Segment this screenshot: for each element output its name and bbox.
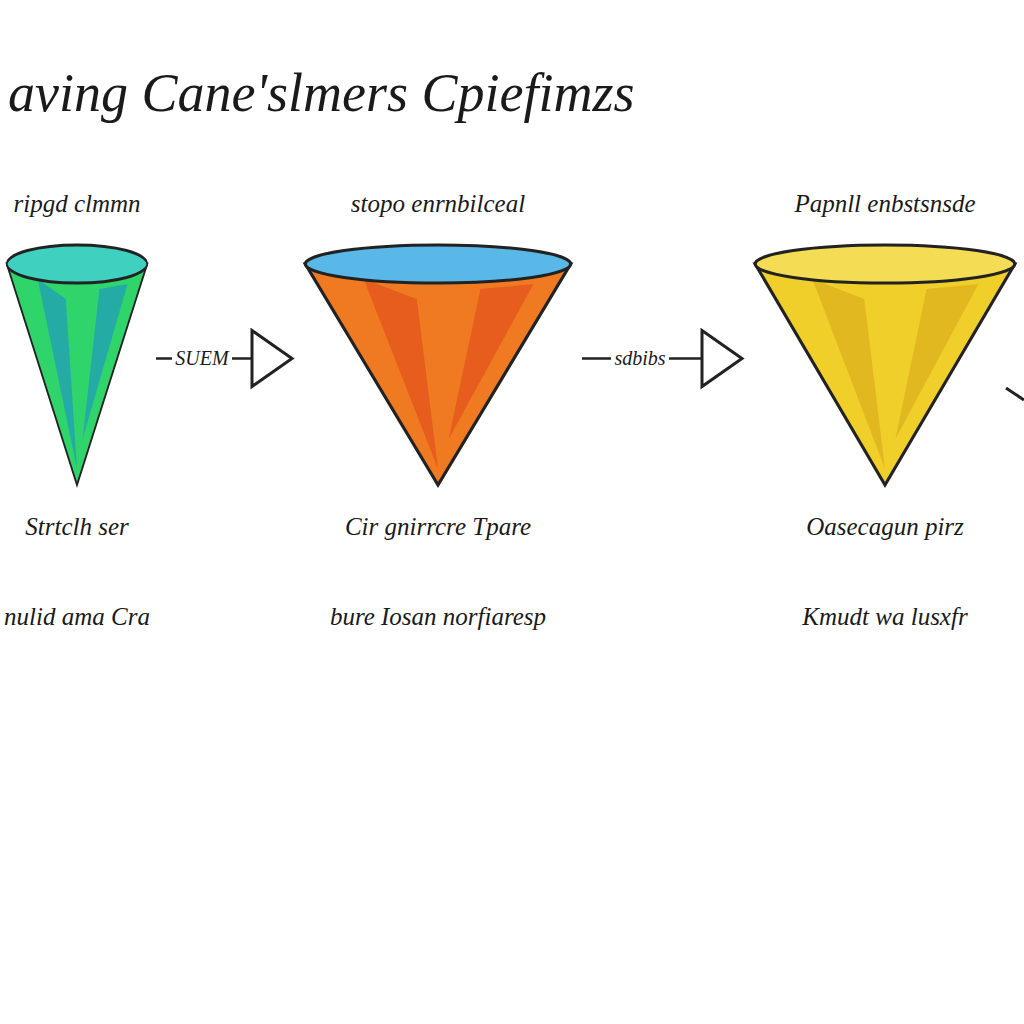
stage-note: Kmudt wa lusxfr <box>750 601 1020 634</box>
stage-note: Cir gnirrcre Tpare <box>300 511 576 544</box>
diagram-title: aving Cane'slmers Cpiefimzs <box>8 62 635 124</box>
stage-heading: ripgd clmmn <box>4 188 150 221</box>
stage-note: bure Iosan norfiaresp <box>300 601 576 634</box>
stage-heading: stopo enrnbilceal <box>300 188 576 221</box>
funnel-shape <box>750 239 1020 489</box>
funnel-shape <box>300 239 576 489</box>
funnel-shape <box>4 239 150 489</box>
funnel-stage: stopo enrnbilcealCir gnirrcre Tpare bure … <box>300 188 576 634</box>
stage-heading: Papnll enbstsnsde <box>750 188 1020 221</box>
arrow-label: sdbibs <box>611 347 668 370</box>
arrow-label: SUEM <box>172 347 231 370</box>
stage-note: nulid ama Cra <box>4 601 150 634</box>
stage-note: Strtclh ser <box>4 511 150 544</box>
stage-note: Oasecagun pirz <box>750 511 1020 544</box>
funnel-stage: ripgd clmmnStrtclh ser nulid ama Cra <box>4 188 150 634</box>
funnel-stage: Papnll enbstsnsdeOasecagun pirzKmudt wa … <box>750 188 1020 634</box>
arrow-stub <box>1006 388 1024 400</box>
